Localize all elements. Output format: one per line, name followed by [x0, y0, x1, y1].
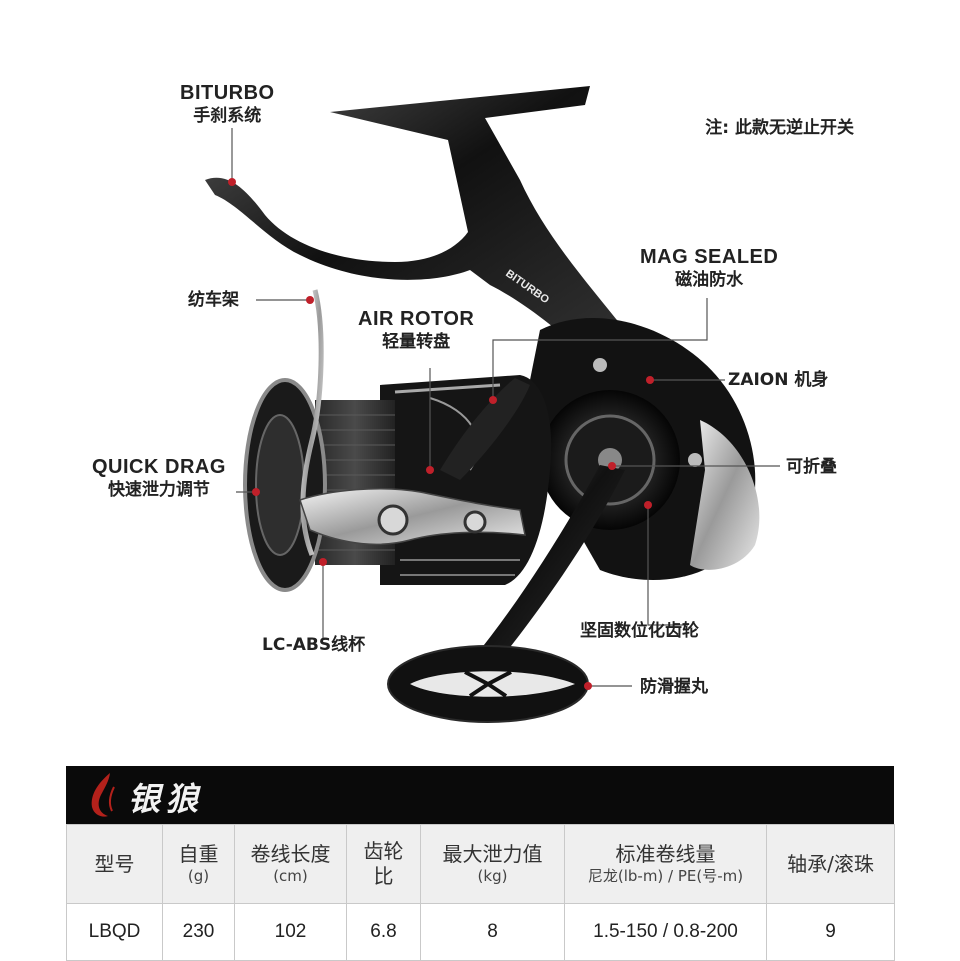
callout-zaion: ZAION 机身 — [728, 369, 828, 391]
callout-foldable-zh: 可折叠 — [786, 457, 837, 477]
callout-air-rotor: AIR ROTOR 轻量转盘 — [358, 308, 474, 353]
header-weight-unit: (g) — [187, 867, 210, 885]
callout-gear-zh: 坚固数位化齿轮 — [580, 621, 699, 641]
callout-quick-drag-en: QUICK DRAG — [92, 456, 226, 478]
header-gear-ratio: 齿轮 比 — [346, 824, 421, 904]
product-diagram: BITURBO — [92, 82, 854, 723]
callout-biturbo-zh: 手刹系统 — [193, 106, 262, 126]
callout-air-rotor-en: AIR ROTOR — [358, 308, 475, 330]
header-model-label: 型号 — [94, 851, 135, 876]
header-line-capacity-label: 标准卷线量 — [615, 842, 716, 866]
cell-gear-ratio: 6.8 — [346, 903, 421, 961]
callout-biturbo: BITURBO 手刹系统 — [180, 82, 275, 127]
callout-foldable: 可折叠 — [786, 456, 837, 478]
callout-bail: 纺车架 — [188, 289, 239, 311]
header-max-drag-unit: (kg) — [477, 867, 508, 885]
callout-mag-sealed: MAG SEALED 磁油防水 — [640, 246, 778, 291]
brand-bar: 银狼 — [66, 766, 894, 824]
spec-table: 型号 自重 (g) 卷线长度 (cm) 齿轮 比 最大泄力值 (kg) 标准卷线… — [66, 824, 895, 961]
callout-quick-drag: QUICK DRAG 快速泄力调节 — [92, 456, 226, 501]
leader-dot — [228, 178, 236, 186]
header-retrieve-unit: (cm) — [273, 867, 308, 885]
callout-mag-sealed-en: MAG SEALED — [640, 246, 779, 268]
callout-knob: 防滑握丸 — [640, 676, 708, 698]
header-weight: 自重 (g) — [162, 824, 235, 904]
table-row: LBQD 230 102 6.8 8 1.5-150 / 0.8-200 9 — [66, 903, 895, 961]
callout-air-rotor-zh: 轻量转盘 — [382, 332, 451, 352]
cell-model: LBQD — [66, 903, 163, 961]
spec-table-header: 型号 自重 (g) 卷线长度 (cm) 齿轮 比 最大泄力值 (kg) 标准卷线… — [66, 824, 895, 904]
bail-wire — [300, 289, 324, 556]
header-gear-ratio-line2: 比 — [373, 864, 394, 888]
callout-spool-zh: LC-ABS线杯 — [262, 635, 366, 655]
callout-mag-sealed-zh: 磁油防水 — [675, 270, 744, 290]
header-retrieve: 卷线长度 (cm) — [234, 824, 347, 904]
cell-bearings: 9 — [766, 903, 895, 961]
callout-bail-zh: 纺车架 — [188, 290, 239, 310]
callout-biturbo-en: BITURBO — [180, 82, 275, 104]
header-gear-ratio-line1: 齿轮 — [363, 839, 404, 863]
callout-knob-zh: 防滑握丸 — [640, 677, 708, 697]
cell-line-capacity: 1.5-150 / 0.8-200 — [564, 903, 767, 961]
header-line-capacity: 标准卷线量 尼龙(lb-m) / PE(号-m) — [564, 824, 767, 904]
note-text: 注: 此款无逆止开关 — [705, 118, 854, 138]
brand-name: 银狼 — [128, 780, 205, 818]
cell-retrieve: 102 — [234, 903, 347, 961]
callout-gear: 坚固数位化齿轮 — [580, 620, 699, 642]
header-line-capacity-sub: 尼龙(lb-m) / PE(号-m) — [587, 867, 744, 885]
header-weight-label: 自重 — [178, 842, 219, 866]
header-max-drag-label: 最大泄力值 — [442, 842, 543, 866]
cell-max-drag: 8 — [420, 903, 565, 961]
cell-weight: 230 — [162, 903, 235, 961]
rotor — [380, 375, 552, 585]
reel-body-cover — [690, 420, 760, 570]
header-bearings: 轴承/滚珠 — [766, 824, 895, 904]
reel-illustration: BITURBO — [205, 86, 780, 723]
header-max-drag: 最大泄力值 (kg) — [420, 824, 565, 904]
callout-quick-drag-zh: 快速泄力调节 — [107, 480, 210, 500]
header-model: 型号 — [66, 824, 163, 904]
header-retrieve-label: 卷线长度 — [250, 842, 331, 866]
callout-zaion-zh: ZAION 机身 — [728, 370, 829, 390]
callout-spool: LC-ABS线杯 — [262, 634, 365, 656]
handle-arm — [480, 465, 625, 660]
reel-stem — [205, 86, 625, 360]
flame-logo-icon — [91, 773, 115, 817]
header-bearings-label: 轴承/滚珠 — [787, 851, 874, 876]
